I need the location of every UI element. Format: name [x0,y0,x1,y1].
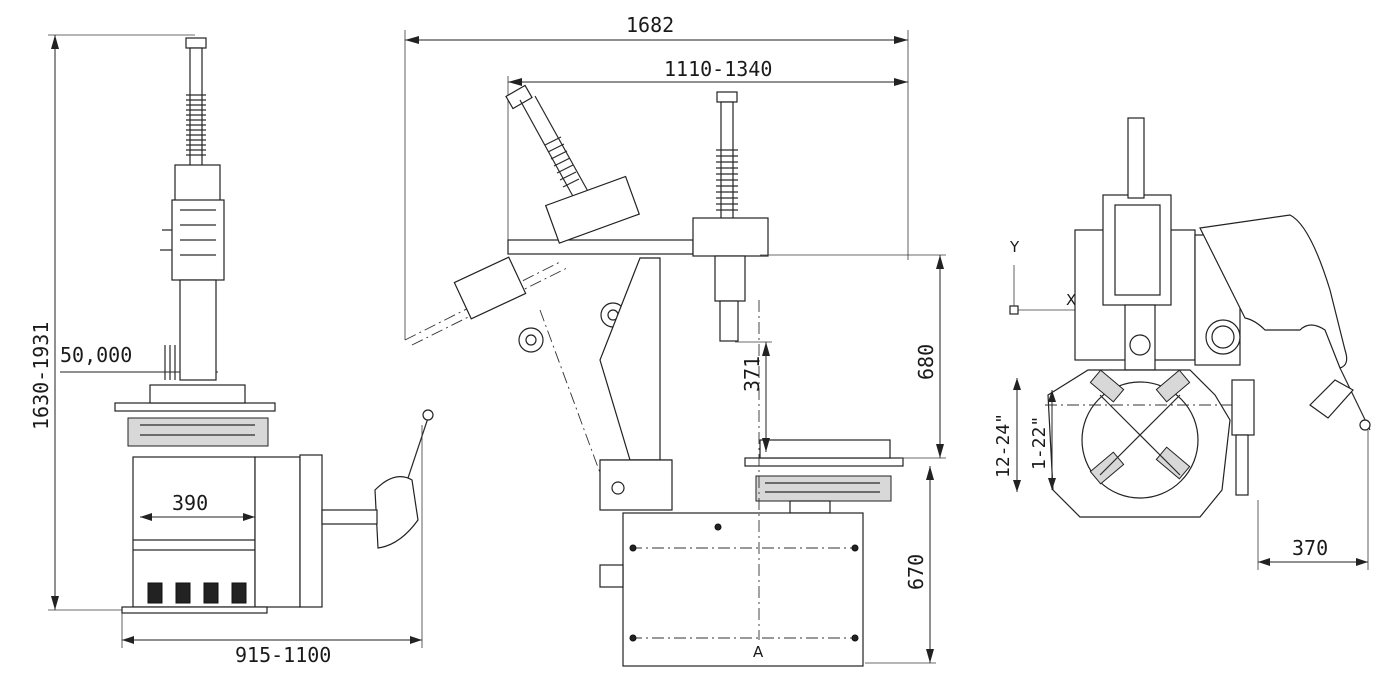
table-height-dim: 670 [904,554,928,590]
clamp-jaws [1089,369,1191,485]
tilted-arm [505,84,641,244]
base-depth-dim: 915-1100 [235,643,331,667]
side-view: 1630-1931 50,000 [29,34,434,667]
section-a-label: A [753,643,764,661]
arm-span-dim: 1110-1340 [664,57,772,81]
spring-coil-left [186,94,206,156]
axis-y-label: Y [1009,238,1020,256]
front-view: 1682 1110-1340 [404,13,946,667]
clamp-outer-dim: 12-24" [993,413,1014,478]
tool-height-dim: 680 [914,344,938,380]
tool-travel-dim: 371 [740,356,764,392]
body-width-dim: 390 [172,491,208,515]
overall-height-dim: 1630-1931 [29,322,53,430]
clamp-inner-dim: 1-22" [1029,416,1050,470]
deflection-dim: 50,000 [60,343,132,367]
axis-x-label: X [1066,291,1076,309]
overall-width-dim: 1682 [626,13,674,37]
pedal-offset-dim: 370 [1292,536,1328,560]
plan-view: Y X 12 [993,117,1371,570]
pedals-side [147,582,247,604]
